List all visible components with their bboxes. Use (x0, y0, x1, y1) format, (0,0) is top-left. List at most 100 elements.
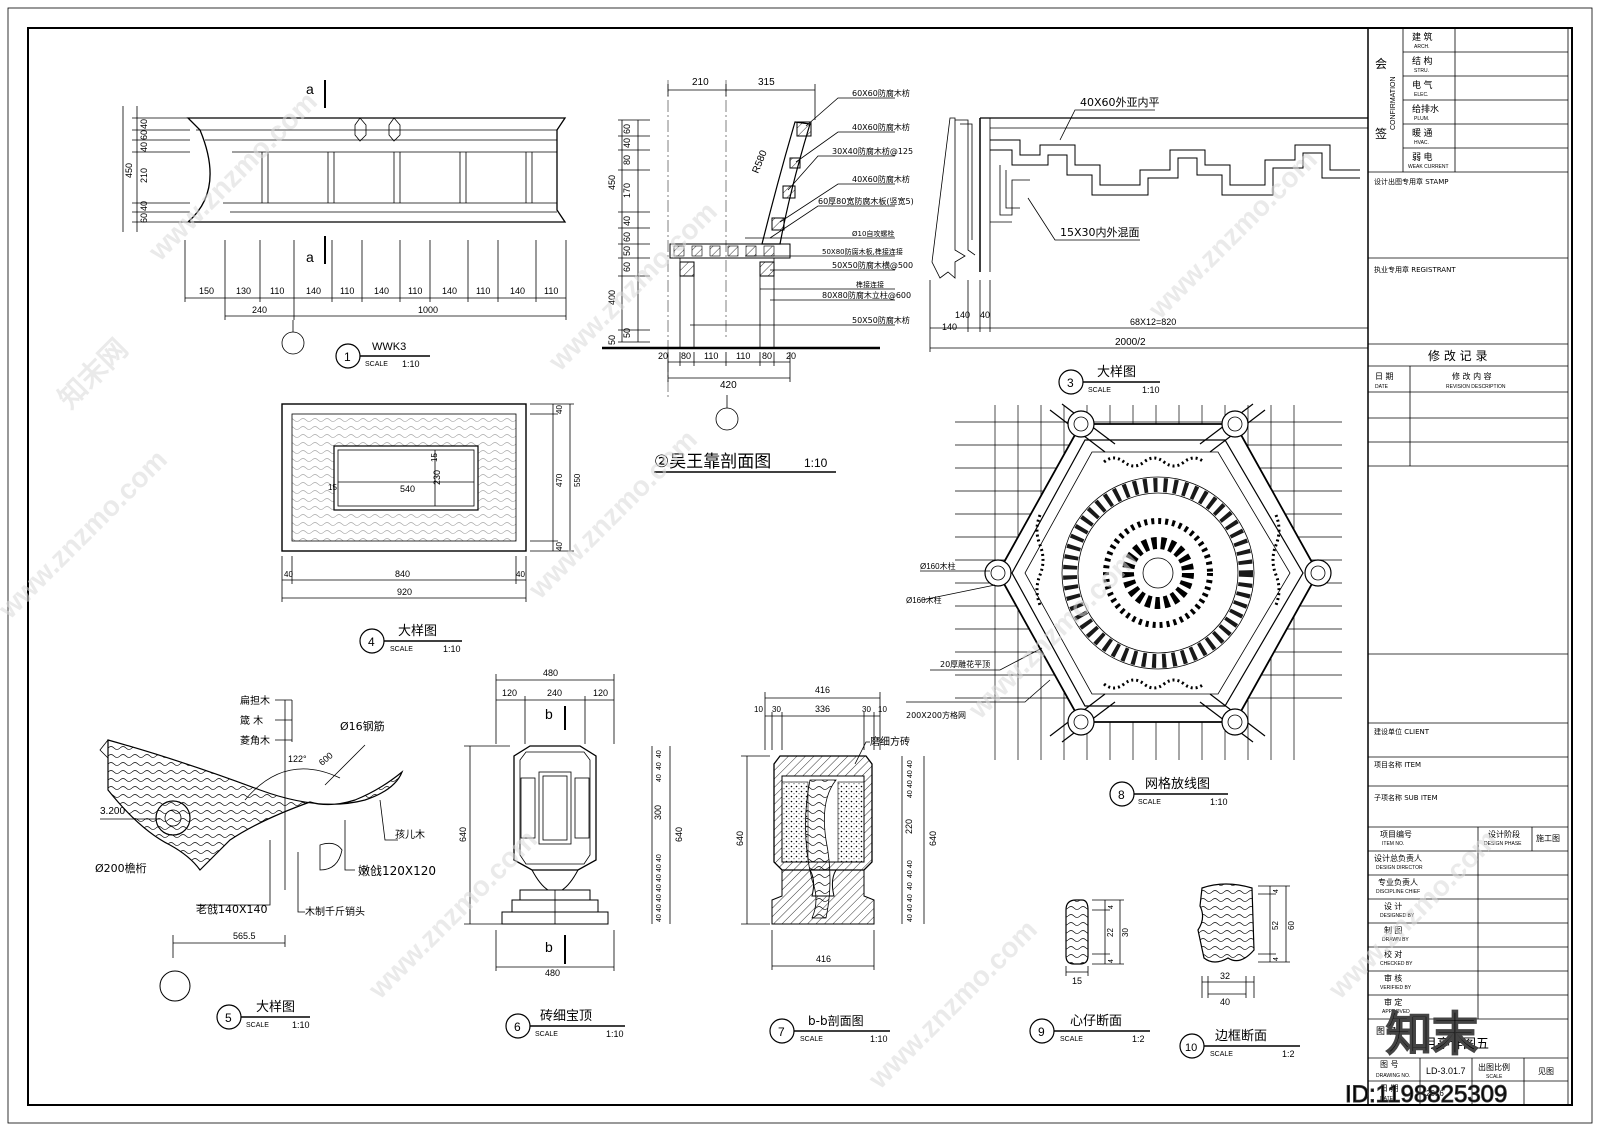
watermark-8: www.znzmo.com (862, 914, 1043, 1095)
v1-dim-h6: 110 (408, 286, 422, 296)
v7-right0: 40 (907, 760, 914, 768)
v4-bot1: 840 (395, 569, 410, 579)
v7-top0: 416 (815, 685, 830, 695)
v1-scale: 1:10 (402, 359, 420, 369)
v7-right7: 40 (907, 882, 914, 890)
watermark-brand-1: 知末网 (52, 332, 134, 414)
v2-note1: 40X60防腐木枋 (852, 122, 910, 132)
v4-inner1: 230 (432, 470, 442, 485)
v1-dim-v0: 40 (139, 119, 149, 129)
v10-title: 边框断面 (1215, 1029, 1267, 1044)
v2-left-dim7: 60 (622, 262, 632, 272)
v5-label1: 箴 木 (240, 714, 263, 727)
v5-label9: 嫩戗120X120 (358, 864, 436, 878)
tb-row1: 设计总负责人 (1374, 853, 1422, 863)
v10-scale: 1:2 (1282, 1049, 1295, 1059)
v8-num: 8 (1118, 788, 1125, 802)
v6-scale: 1:10 (606, 1029, 624, 1039)
v10-dim2: 4 (1273, 889, 1280, 893)
v1-dim-v5: 60 (139, 213, 149, 223)
v2-radius: R580 (751, 148, 770, 175)
v3-num: 3 (1067, 376, 1074, 390)
tb-registrant: 执业专用章 REGISTRANT (1374, 265, 1456, 274)
v6-top0: 480 (543, 668, 558, 678)
watermark-id: ID:1198825309 (1345, 1081, 1507, 1108)
v2-top-dim0: 210 (692, 77, 709, 88)
v7-top3: 336 (815, 704, 830, 714)
v6-right7: 40 (656, 884, 663, 892)
tb-disc5-en: WEAK CURRENT (1408, 164, 1449, 170)
tb-stamp: 设计出图专用章 STAMP (1374, 177, 1448, 186)
v3-total: 2000/2 (1115, 337, 1146, 348)
v2-left-dim0: 60 (622, 124, 632, 134)
tb-date-val: 2016 (1426, 1089, 1444, 1098)
tb-row0-en: ITEM NO. (1382, 841, 1404, 847)
v8-scale-label: SCALE (1138, 799, 1161, 806)
tb-disc3: 给排水 (1412, 103, 1439, 114)
tb-revision-title: 修 改 记 录 (1428, 348, 1487, 363)
v7-right10: 40 (907, 914, 914, 922)
tb-disc3-en: PLUM. (1414, 116, 1429, 122)
v3-dim2: 40 (980, 310, 990, 320)
v7-right5: 40 (907, 860, 914, 868)
v6-top1: 120 (502, 688, 517, 698)
v5-label2: 菱角木 (240, 735, 270, 747)
v7-scale-label: SCALE (800, 1036, 823, 1043)
v7-right8: 40 (907, 894, 914, 902)
v4-bot2: 40 (516, 570, 525, 579)
v2-top-dim1: 315 (758, 77, 775, 88)
tb-row1-en: DESIGN DIRECTOR (1376, 865, 1423, 871)
v2-note4: 60厚80宽防腐木板(竖宽5) (818, 196, 914, 206)
v1-dim-v-total: 450 (124, 163, 134, 178)
v2-left-dim5: 60 (622, 232, 632, 242)
v6-top3: 120 (593, 688, 608, 698)
v5-label6: 3.200 (100, 806, 125, 817)
tb-date-en: DATE (1380, 1096, 1394, 1102)
v6-scale-label: SCALE (535, 1031, 558, 1038)
watermark-4: www.znzmo.com (522, 424, 703, 605)
v7-right2: 40 (907, 780, 914, 788)
v7-top4: 30 (862, 705, 871, 714)
v3-note1: 40X60外亚内平 (1080, 95, 1160, 109)
tb-row2-en: DISCIPLINE CHIEF (1376, 889, 1420, 895)
v4-right2: 40 (555, 542, 564, 551)
v7-right1: 40 (907, 770, 914, 778)
v1-dim-h4: 110 (340, 286, 354, 296)
v7-scale: 1:10 (870, 1034, 888, 1044)
v2-title: ②吴王靠剖面图 (654, 452, 771, 472)
tb-row5-en: CHECKED BY (1380, 961, 1413, 967)
v1-dim-h3: 140 (306, 286, 321, 296)
v8-note1: Ø160木柱 (906, 595, 942, 605)
v4-inner0: 540 (400, 484, 415, 494)
v1-dim-h2: 110 (270, 286, 284, 296)
tb-disc1: 结 构 (1412, 55, 1433, 66)
v7-top2: 30 (772, 705, 781, 714)
v4-scale: 1:10 (443, 644, 461, 654)
tb-sign-qian: 签 (1375, 126, 1387, 141)
v1-dim-v3: 210 (139, 168, 149, 183)
v7-left: 640 (735, 831, 745, 846)
tb-drawing-no-en: DRAWING NO. (1376, 1073, 1410, 1079)
v1-scale-label: SCALE (365, 361, 388, 368)
v6-right5: 40 (656, 864, 663, 872)
v9-dim2: 22 (1106, 928, 1115, 937)
v7-top5: 10 (878, 705, 887, 714)
v5-label5: 122° (288, 754, 307, 764)
v4-inner2: 15 (328, 483, 337, 492)
tb-row5: 校 对 (1384, 949, 1402, 959)
v6-sec-mark-top: b (545, 706, 553, 722)
tb-row6: 审 核 (1384, 973, 1402, 983)
v9-scale: 1:2 (1132, 1034, 1145, 1044)
v6-bot: 480 (545, 968, 560, 978)
v10-num: 10 (1185, 1042, 1197, 1054)
v5-label10: 老戗140X140 (196, 903, 268, 916)
watermark-1: www.znzmo.com (142, 86, 323, 267)
v2-scale: 1:10 (804, 456, 828, 470)
v3-scale: 1:10 (1142, 385, 1160, 395)
tb-rev-date-en: DATE (1375, 384, 1389, 390)
v5-label4: 600 (317, 750, 335, 767)
v2-left-dim4: 40 (622, 216, 632, 226)
v7-note: 磨细方砖 (870, 735, 910, 748)
v2-bot-dim5: 20 (786, 351, 796, 361)
